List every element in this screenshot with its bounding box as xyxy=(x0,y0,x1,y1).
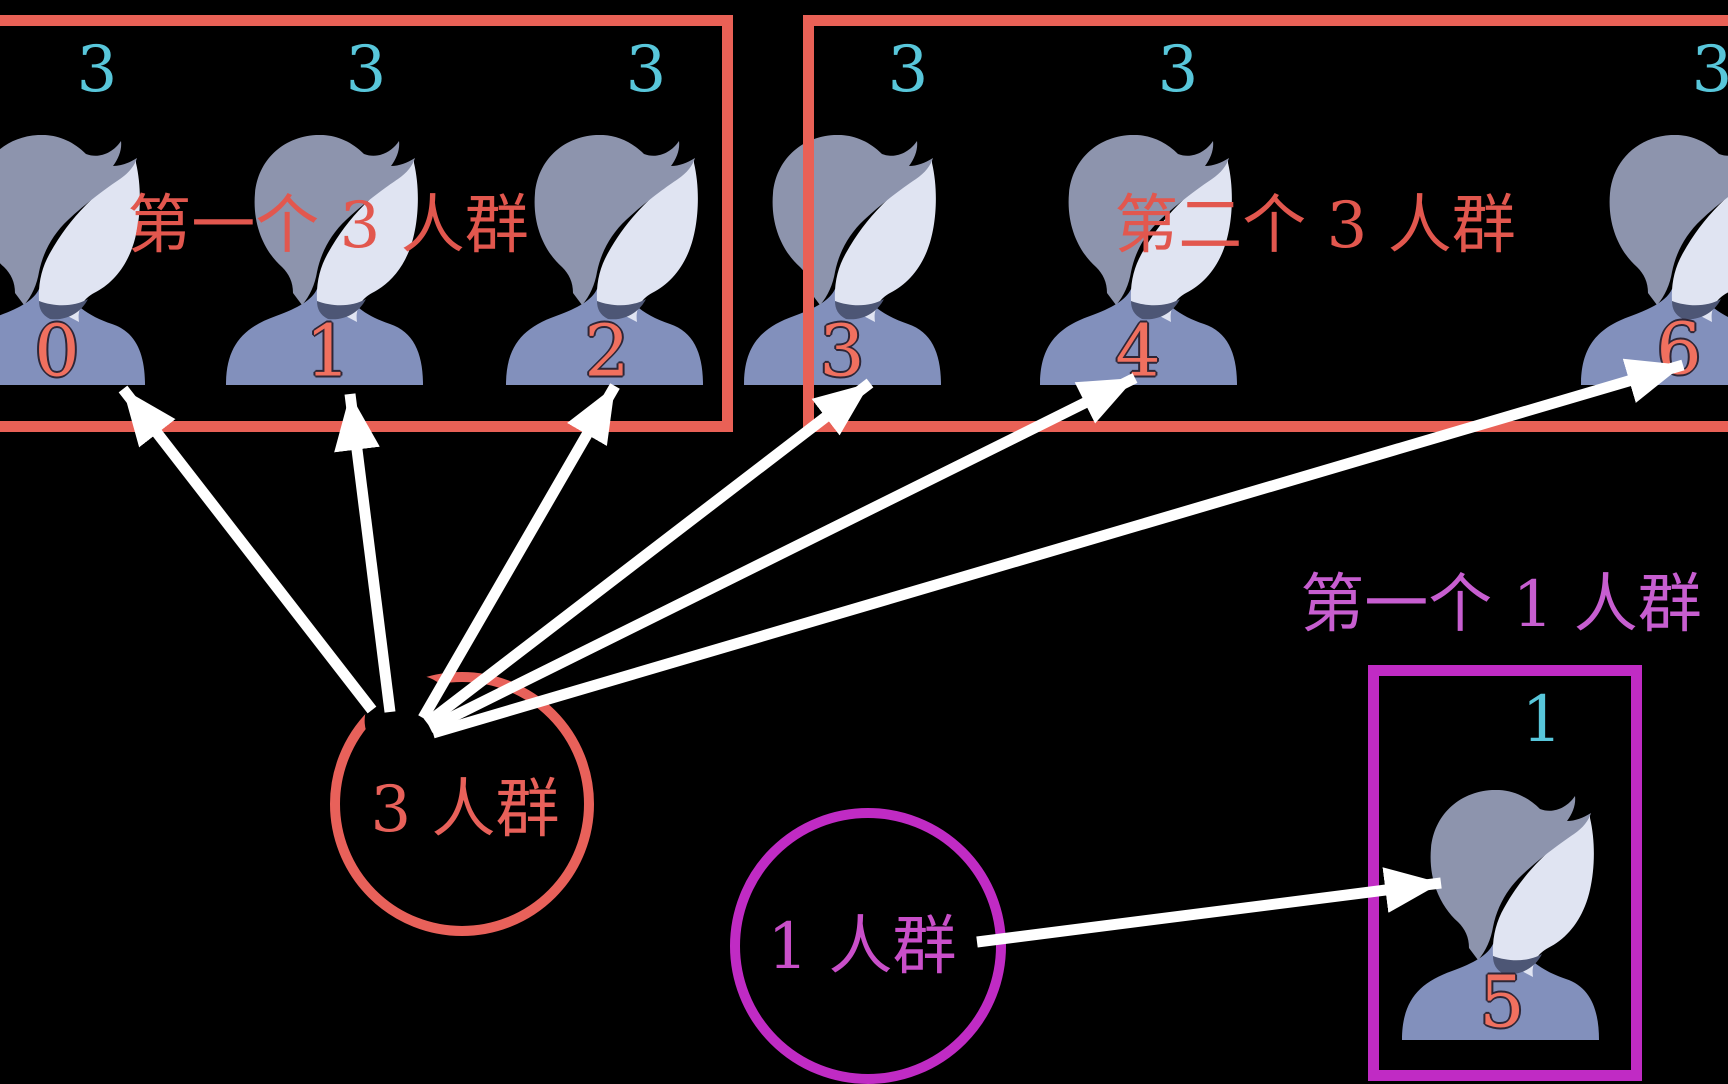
group-label-second-3: 第二个 3 人群 xyxy=(1114,189,1516,263)
source-label-3: 3 人群 xyxy=(370,773,560,847)
person-index: 5 xyxy=(1479,960,1525,1044)
group-label-first-3: 第一个 3 人群 xyxy=(127,189,529,263)
group-box-first-1 xyxy=(1368,665,1642,1081)
person-index: 0 xyxy=(34,309,80,393)
group-label-first-1: 第一个 1 人群 xyxy=(1300,568,1702,642)
capacity-label: 3 xyxy=(1157,33,1199,107)
source-label-1: 1 人群 xyxy=(767,910,957,984)
capacity-label: 3 xyxy=(887,33,929,107)
arrow-to-person-3 xyxy=(423,378,874,728)
arrow-to-person-2 xyxy=(418,383,620,721)
capacity-label: 3 xyxy=(625,33,667,107)
capacity-label: 3 xyxy=(76,33,118,107)
capacity-label: 3 xyxy=(345,33,387,107)
arrow-to-person-1 xyxy=(334,393,396,713)
arrow-to-person-0 xyxy=(118,385,377,714)
capacity-label: 3 xyxy=(1691,33,1728,107)
person-index: 1 xyxy=(305,309,351,393)
